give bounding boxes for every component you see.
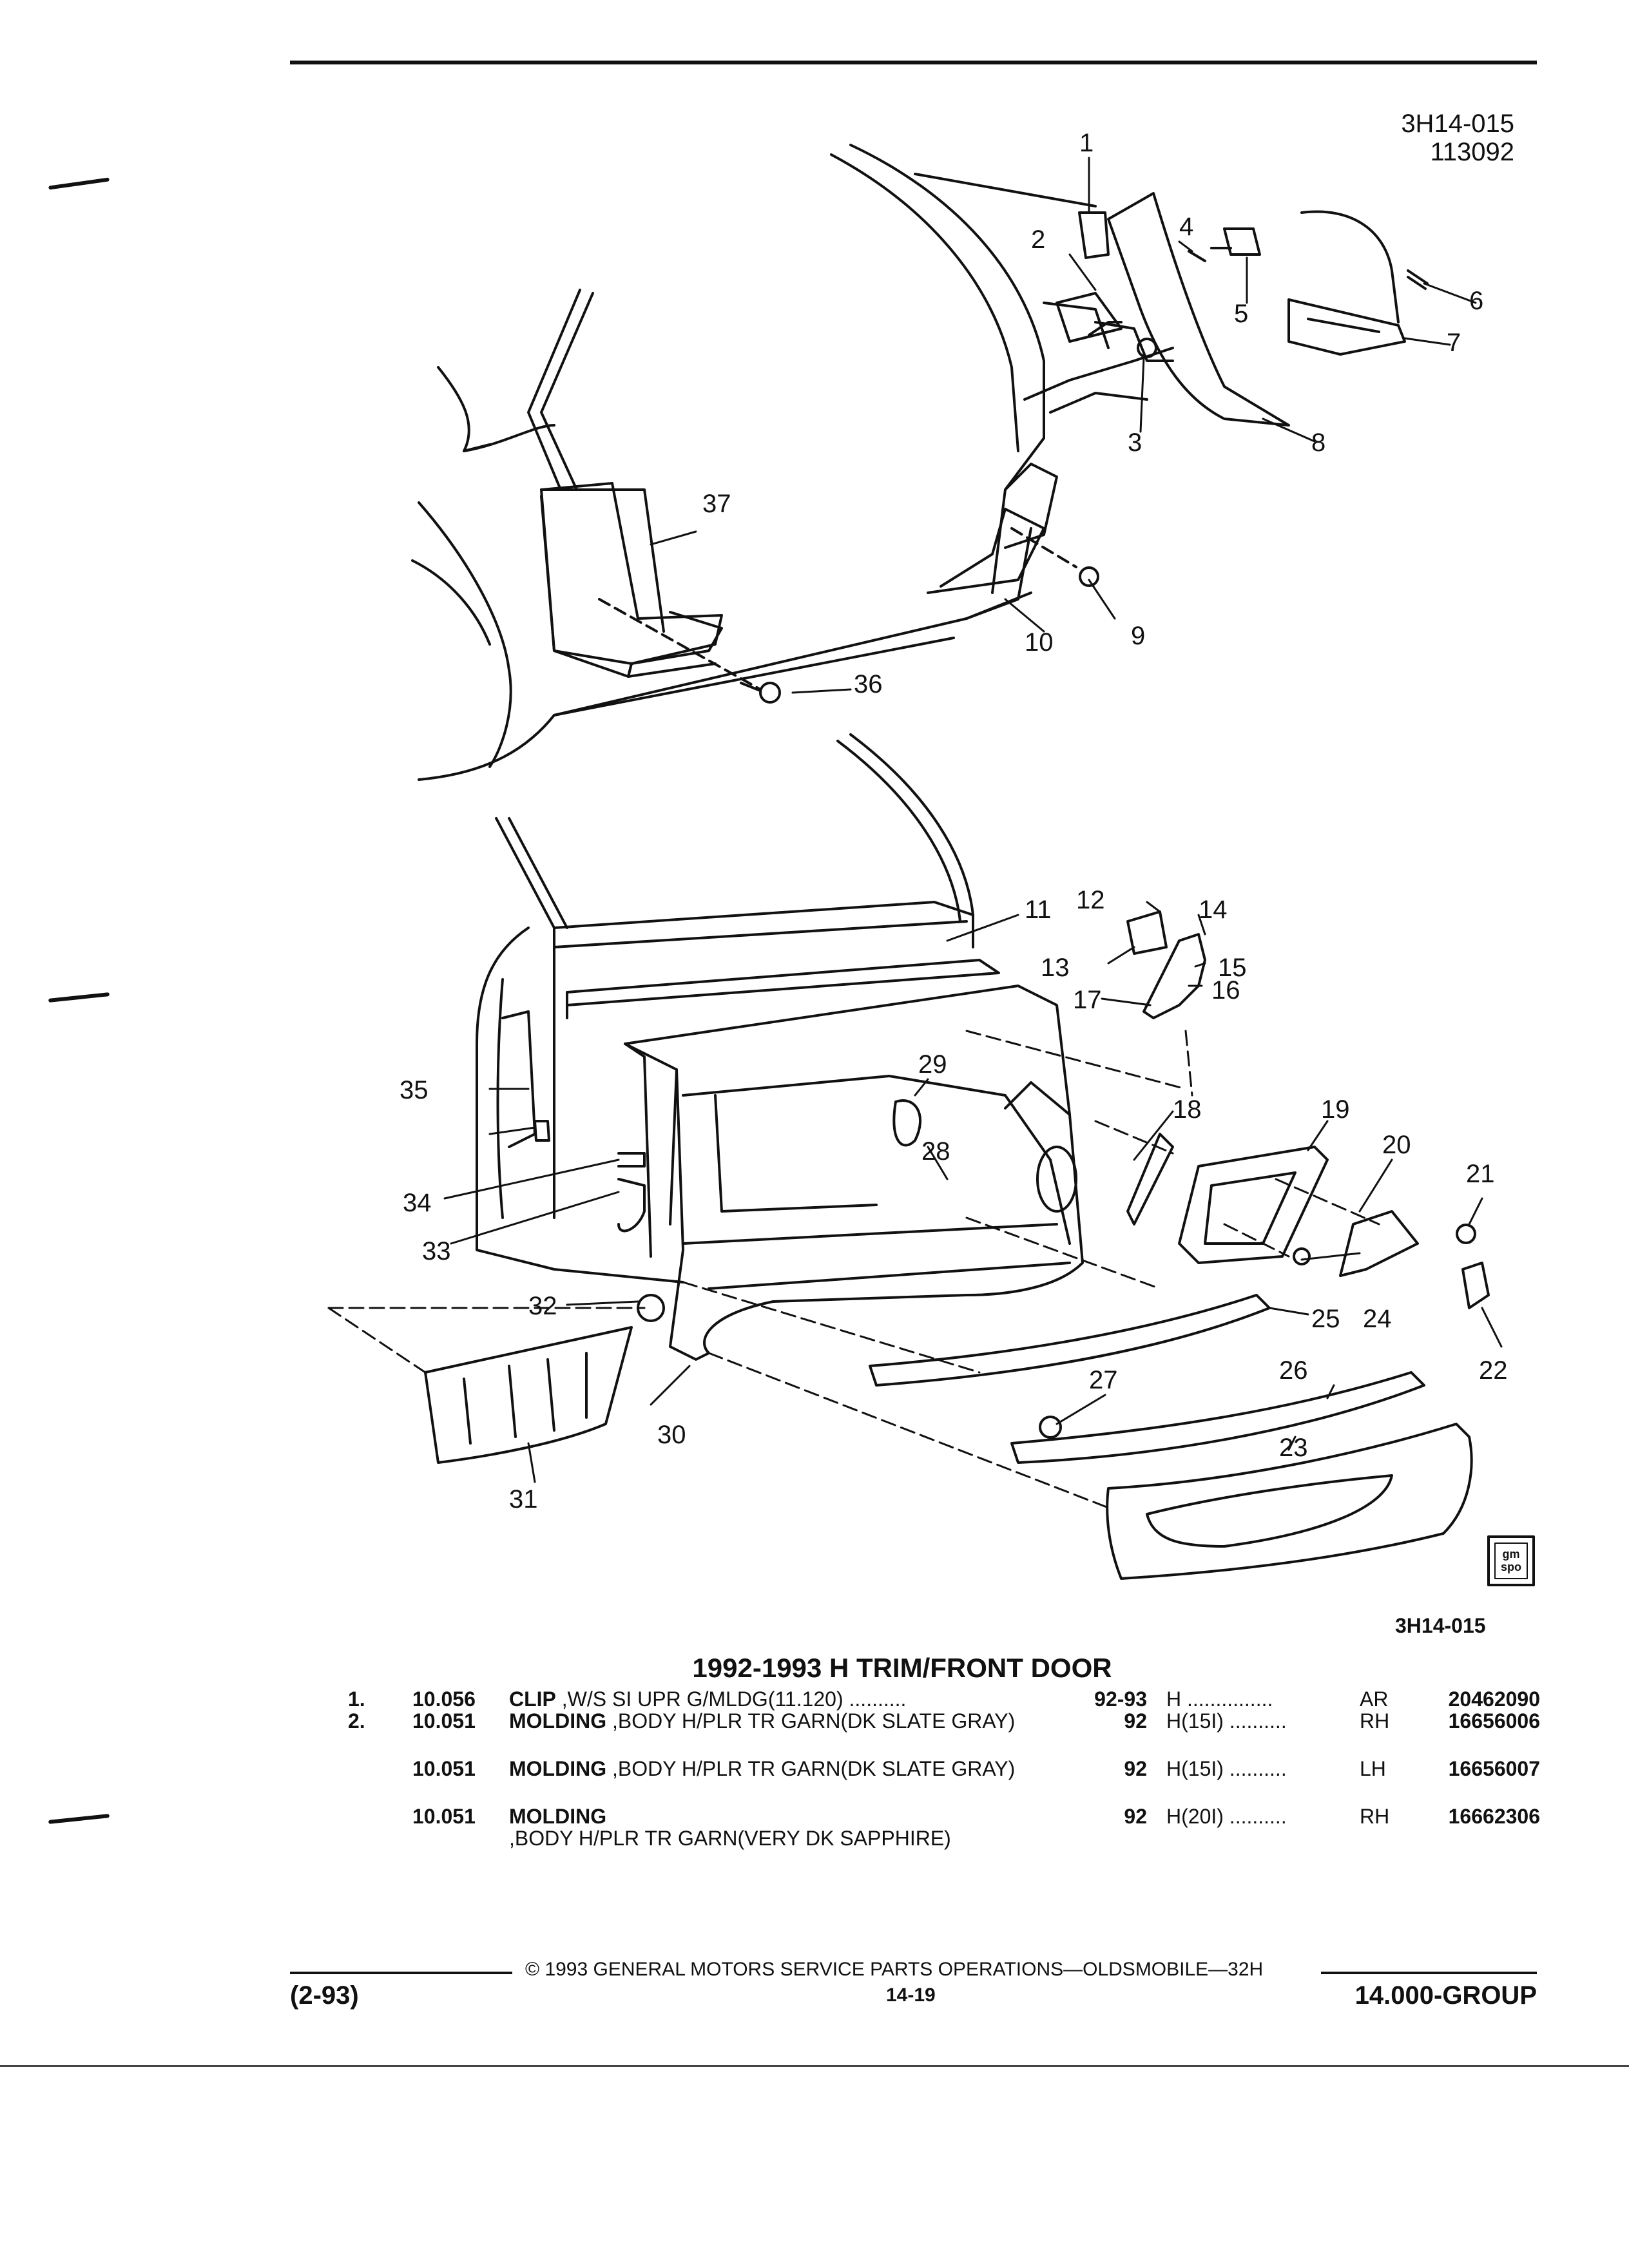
gm-spo-logo <box>1487 1535 1535 1586</box>
parts-list: 1. 10.056 CLIP ,W/S SI UPR G/MLDG(11.120… <box>348 1688 1540 1853</box>
footer-rule-left <box>290 1972 512 1974</box>
part-row: 2. 10.051 MOLDING ,BODY H/PLR TR GARN(DK… <box>348 1710 1540 1758</box>
part-row: 1. 10.056 CLIP ,W/S SI UPR G/MLDG(11.120… <box>348 1688 1540 1710</box>
part-description: MOLDING ,BODY H/PLR TR GARN(DK SLATE GRA… <box>509 1757 1016 1780</box>
callout-33: 33 <box>422 1237 451 1265</box>
part-year: 92 <box>1124 1805 1147 1828</box>
callout-7: 7 <box>1447 329 1461 357</box>
part-description: CLIP ,W/S SI UPR G/MLDG(11.120) ........… <box>509 1687 907 1711</box>
callout-23: 23 <box>1279 1434 1308 1462</box>
bottom-rule <box>0 2065 1629 2067</box>
part-group: 10.051 <box>412 1709 476 1733</box>
part-description: MOLDING ,BODY H/PLR TR GARN(DK SLATE GRA… <box>509 1709 1016 1733</box>
gm-spo-logo-text: gm spo <box>1500 1548 1521 1573</box>
part-row: 10.051 MOLDING ,BODY H/PLR TR GARN(VERY … <box>348 1805 1540 1853</box>
callout-11: 11 <box>1025 896 1052 924</box>
callout-26: 26 <box>1279 1356 1308 1385</box>
callout-17: 17 <box>1073 986 1102 1014</box>
callout-24: 24 <box>1363 1305 1392 1333</box>
callout-8: 8 <box>1311 428 1326 457</box>
part-model: H(15I) .......... <box>1166 1757 1287 1780</box>
callout-30: 30 <box>657 1421 686 1449</box>
part-row: 10.051 MOLDING ,BODY H/PLR TR GARN(DK SL… <box>348 1758 1540 1805</box>
callout-15: 15 <box>1218 954 1247 982</box>
callout-36: 36 <box>854 670 883 698</box>
callout-20: 20 <box>1382 1131 1411 1159</box>
callout-27: 27 <box>1089 1366 1118 1394</box>
callout-31: 31 <box>509 1485 538 1514</box>
molding-26 <box>1010 1371 1425 1464</box>
footer-date-code: (2-93) <box>290 1981 359 2010</box>
part-group: 10.056 <box>412 1687 476 1711</box>
armrest-25 <box>869 1294 1271 1387</box>
callout-2: 2 <box>1031 226 1046 254</box>
callout-16: 16 <box>1211 976 1240 1004</box>
part-side: LH <box>1360 1757 1386 1780</box>
callout-29: 29 <box>918 1050 947 1079</box>
callout-10: 10 <box>1025 628 1054 657</box>
callout-32: 32 <box>528 1292 557 1320</box>
part-item-number: 1. <box>348 1687 365 1711</box>
part-model: H(15I) .......... <box>1166 1709 1287 1733</box>
rear-trim-37 <box>540 482 723 678</box>
footer-page-number: 14-19 <box>886 1984 936 2006</box>
door-frame-drawing <box>476 733 1000 1283</box>
footer-rule-right <box>1321 1972 1537 1974</box>
section-title: 1992-1993 H TRIM/FRONT DOOR <box>692 1653 1112 1683</box>
lower-pocket-23 <box>1106 1423 1473 1580</box>
footer-group: 14.000-GROUP <box>1354 1981 1537 2010</box>
callout-19: 19 <box>1321 1095 1350 1124</box>
callout-37: 37 <box>702 490 731 518</box>
callout-13: 13 <box>1041 954 1070 982</box>
part-year: 92 <box>1124 1709 1147 1733</box>
part-number: 16656006 <box>1448 1709 1540 1733</box>
part-side: RH <box>1360 1805 1390 1828</box>
callout-25: 25 <box>1311 1305 1340 1333</box>
pillar-trim-8 <box>1107 192 1290 427</box>
part-description: MOLDING ,BODY H/PLR TR GARN(VERY DK SAPP… <box>509 1805 951 1850</box>
callout-21: 21 <box>1466 1160 1495 1188</box>
callout-34: 34 <box>403 1189 432 1217</box>
callout-6: 6 <box>1469 287 1484 315</box>
figure-date: 113092 <box>1430 138 1514 166</box>
part-group: 10.051 <box>412 1805 476 1828</box>
part-side: AR <box>1360 1687 1389 1711</box>
callout-1: 1 <box>1079 129 1094 157</box>
callout-5: 5 <box>1234 300 1249 328</box>
callout-4: 4 <box>1179 213 1194 241</box>
part-number: 16662306 <box>1448 1805 1540 1828</box>
door-trim-panel-30 <box>624 985 1084 1361</box>
footer-copyright: © 1993 GENERAL MOTORS SERVICE PARTS OPER… <box>525 1959 1264 1980</box>
part-year: 92-93 <box>1094 1687 1147 1711</box>
callout-9: 9 <box>1131 622 1146 650</box>
top-rule <box>290 61 1537 64</box>
part-model: H ............... <box>1166 1687 1273 1711</box>
grab-handle-7 <box>1287 298 1406 356</box>
part-side: RH <box>1360 1709 1390 1733</box>
callout-35: 35 <box>400 1076 429 1104</box>
part-group: 10.051 <box>412 1757 476 1780</box>
part-number: 16656007 <box>1448 1757 1540 1780</box>
callout-22: 22 <box>1479 1356 1508 1385</box>
figure-ref: 3H14-015 <box>1395 1614 1486 1637</box>
part-year: 92 <box>1124 1757 1147 1780</box>
part-model: H(20I) .......... <box>1166 1805 1287 1828</box>
part-item-number: 2. <box>348 1709 365 1733</box>
part-number: 20462090 <box>1448 1687 1540 1711</box>
callout-12: 12 <box>1076 886 1105 914</box>
figure-id: 3H14-015 <box>1401 110 1514 138</box>
callout-14: 14 <box>1199 896 1228 924</box>
callout-3: 3 <box>1128 428 1142 457</box>
body-pillar-drawing <box>411 144 1174 781</box>
callout-28: 28 <box>921 1137 950 1166</box>
callout-18: 18 <box>1173 1095 1202 1124</box>
